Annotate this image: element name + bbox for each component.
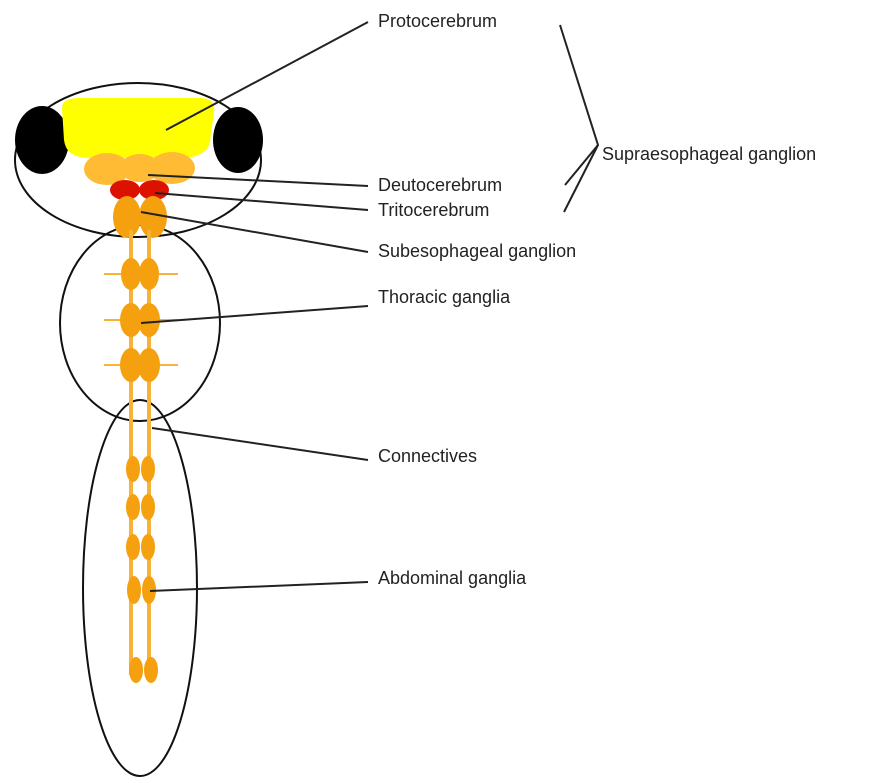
supraesophageal-bracket <box>560 25 598 185</box>
left-eye <box>15 106 69 174</box>
label-tritocerebrum: Tritocerebrum <box>378 200 489 220</box>
leader-abdominal <box>150 582 368 591</box>
leader-protocerebrum <box>166 22 368 130</box>
leader-thoracic <box>141 306 368 323</box>
label-thoracic-ganglia: Thoracic ganglia <box>378 287 511 307</box>
leader-subesophageal <box>141 212 368 252</box>
label-connectives: Connectives <box>378 446 477 466</box>
subesophageal-ganglion-shape <box>113 196 167 238</box>
label-protocerebrum: Protocerebrum <box>378 11 497 31</box>
label-abdominal-ganglia: Abdominal ganglia <box>378 568 527 588</box>
ventral-nerve-cord <box>131 230 149 675</box>
leader-lines <box>141 22 598 591</box>
thoracic-ganglia-shapes <box>120 258 160 382</box>
deutocerebrum-lobes <box>84 152 195 185</box>
tritocerebrum-lobes <box>110 180 169 200</box>
label-subesophageal-ganglion: Subesophageal ganglion <box>378 241 576 261</box>
leader-tritocerebrum <box>155 193 368 210</box>
leader-connectives <box>152 428 368 460</box>
label-deutocerebrum: Deutocerebrum <box>378 175 502 195</box>
protocerebrum-lobe <box>62 98 214 158</box>
label-supraesophageal-ganglion: Supraesophageal ganglion <box>602 144 816 164</box>
right-eye <box>213 107 263 173</box>
